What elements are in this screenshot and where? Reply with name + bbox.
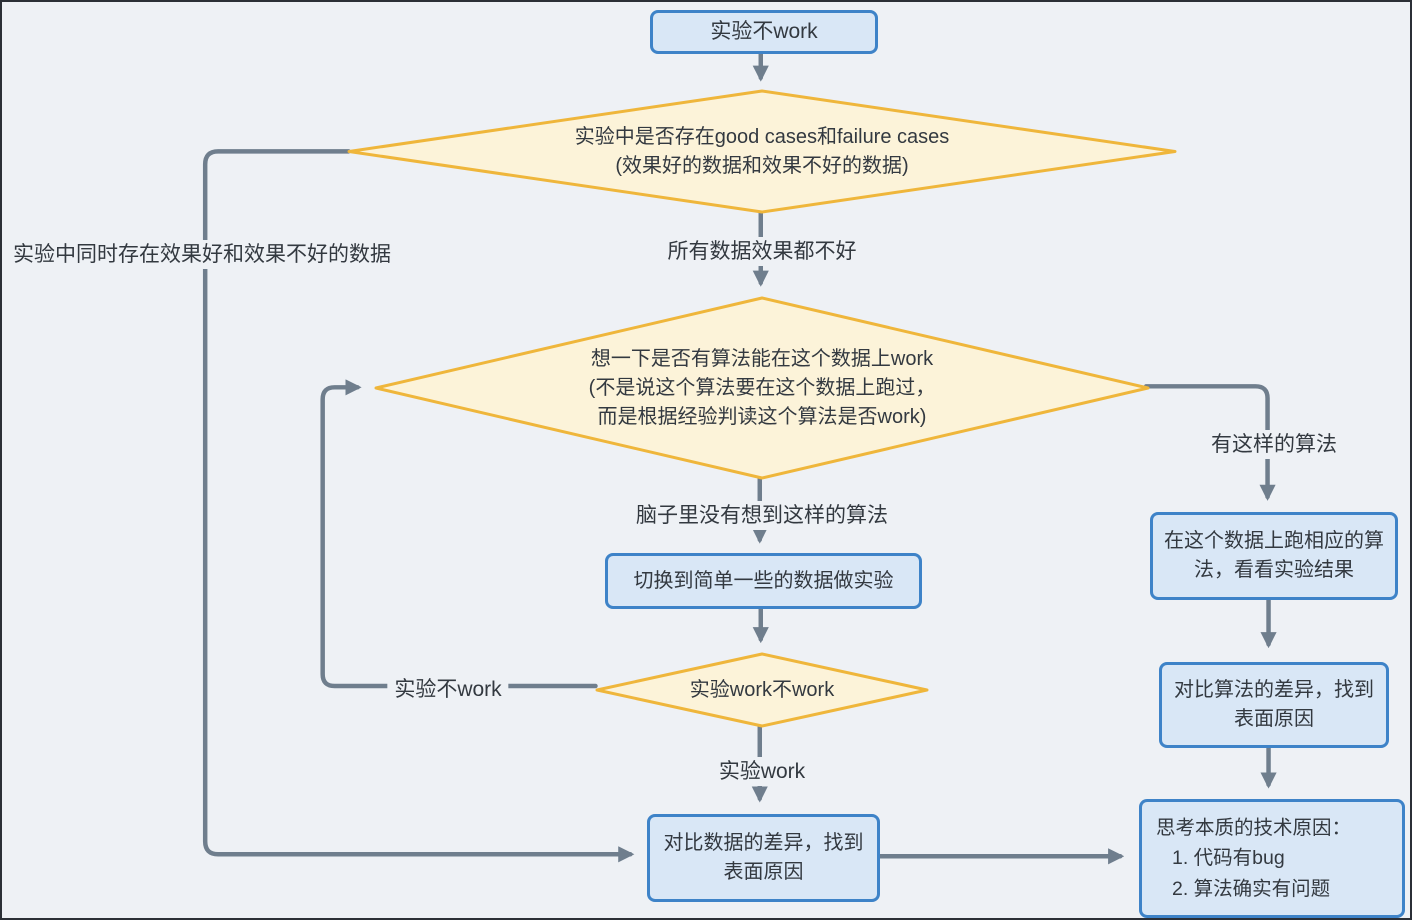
decision-good-failure-cases: 实验中是否存在good cases和failure cases (效果好的数据和… (347, 89, 1177, 214)
compare-data-node: 对比数据的差异，找到表面原因 (647, 814, 880, 902)
switch-simpler-data-node: 切换到简单一些的数据做实验 (605, 553, 922, 609)
edge-algo-to-run-algo (1143, 384, 1276, 501)
diamond-shape (347, 89, 1177, 214)
start-node-label: 实验不work (710, 19, 818, 43)
decision-experiment-work: 实验work不work (595, 652, 929, 728)
root-cause-item-1: 1. 代码有bug (1172, 847, 1285, 870)
decision-algo-line2: (不是说这个算法要在这个数据上跑过， (588, 376, 936, 399)
decision-work-label: 实验work不work (689, 678, 835, 701)
decision-algo-line1: 想一下是否有算法能在这个数据上work (590, 347, 934, 370)
edge-label-exp-not-work: 实验不work (387, 675, 509, 705)
diamond-shape (595, 652, 929, 728)
edge-label-has-algo: 有这样的算法 (1204, 430, 1344, 460)
run-algo-node: 在这个数据上跑相应的算法，看看实验结果 (1150, 512, 1398, 600)
edge-label-no-algo: 脑子里没有想到这样的算法 (629, 501, 895, 531)
decision-algo-line3: 而是根据经验判读这个算法是否work) (597, 405, 927, 428)
edge-cases-to-compare-data (202, 149, 635, 863)
compare-algo-node: 对比算法的差异，找到表面原因 (1159, 662, 1389, 748)
compare-data-label: 对比数据的差异，找到表面原因 (663, 832, 864, 883)
edge-label-all-bad: 所有数据效果都不好 (660, 237, 864, 267)
decision-cases-line1: 实验中是否存在good cases和failure cases (574, 125, 950, 148)
root-cause-node: 思考本质的技术原因： 1. 代码有bug 2. 算法确实有问题 (1139, 799, 1405, 918)
start-node: 实验不work (650, 10, 878, 54)
compare-algo-label: 对比算法的差异，找到表面原因 (1174, 679, 1374, 730)
root-cause-item-2: 2. 算法确实有问题 (1172, 877, 1331, 900)
edge-label-both-cases: 实验中同时存在效果好和效果不好的数据 (6, 240, 398, 270)
edge-work-loop-to-algo (320, 379, 598, 689)
diamond-shape (374, 296, 1150, 480)
root-cause-title: 思考本质的技术原因： (1156, 817, 1352, 840)
decision-algo-exists: 想一下是否有算法能在这个数据上work (不是说这个算法要在这个数据上跑过， 而… (374, 296, 1150, 480)
edge-label-exp-work: 实验work (711, 757, 813, 787)
decision-cases-line2: (效果好的数据和效果不好的数据) (615, 154, 909, 177)
switch-simpler-data-label: 切换到简单一些的数据做实验 (633, 569, 894, 592)
run-algo-label: 在这个数据上跑相应的算法，看看实验结果 (1164, 530, 1384, 581)
